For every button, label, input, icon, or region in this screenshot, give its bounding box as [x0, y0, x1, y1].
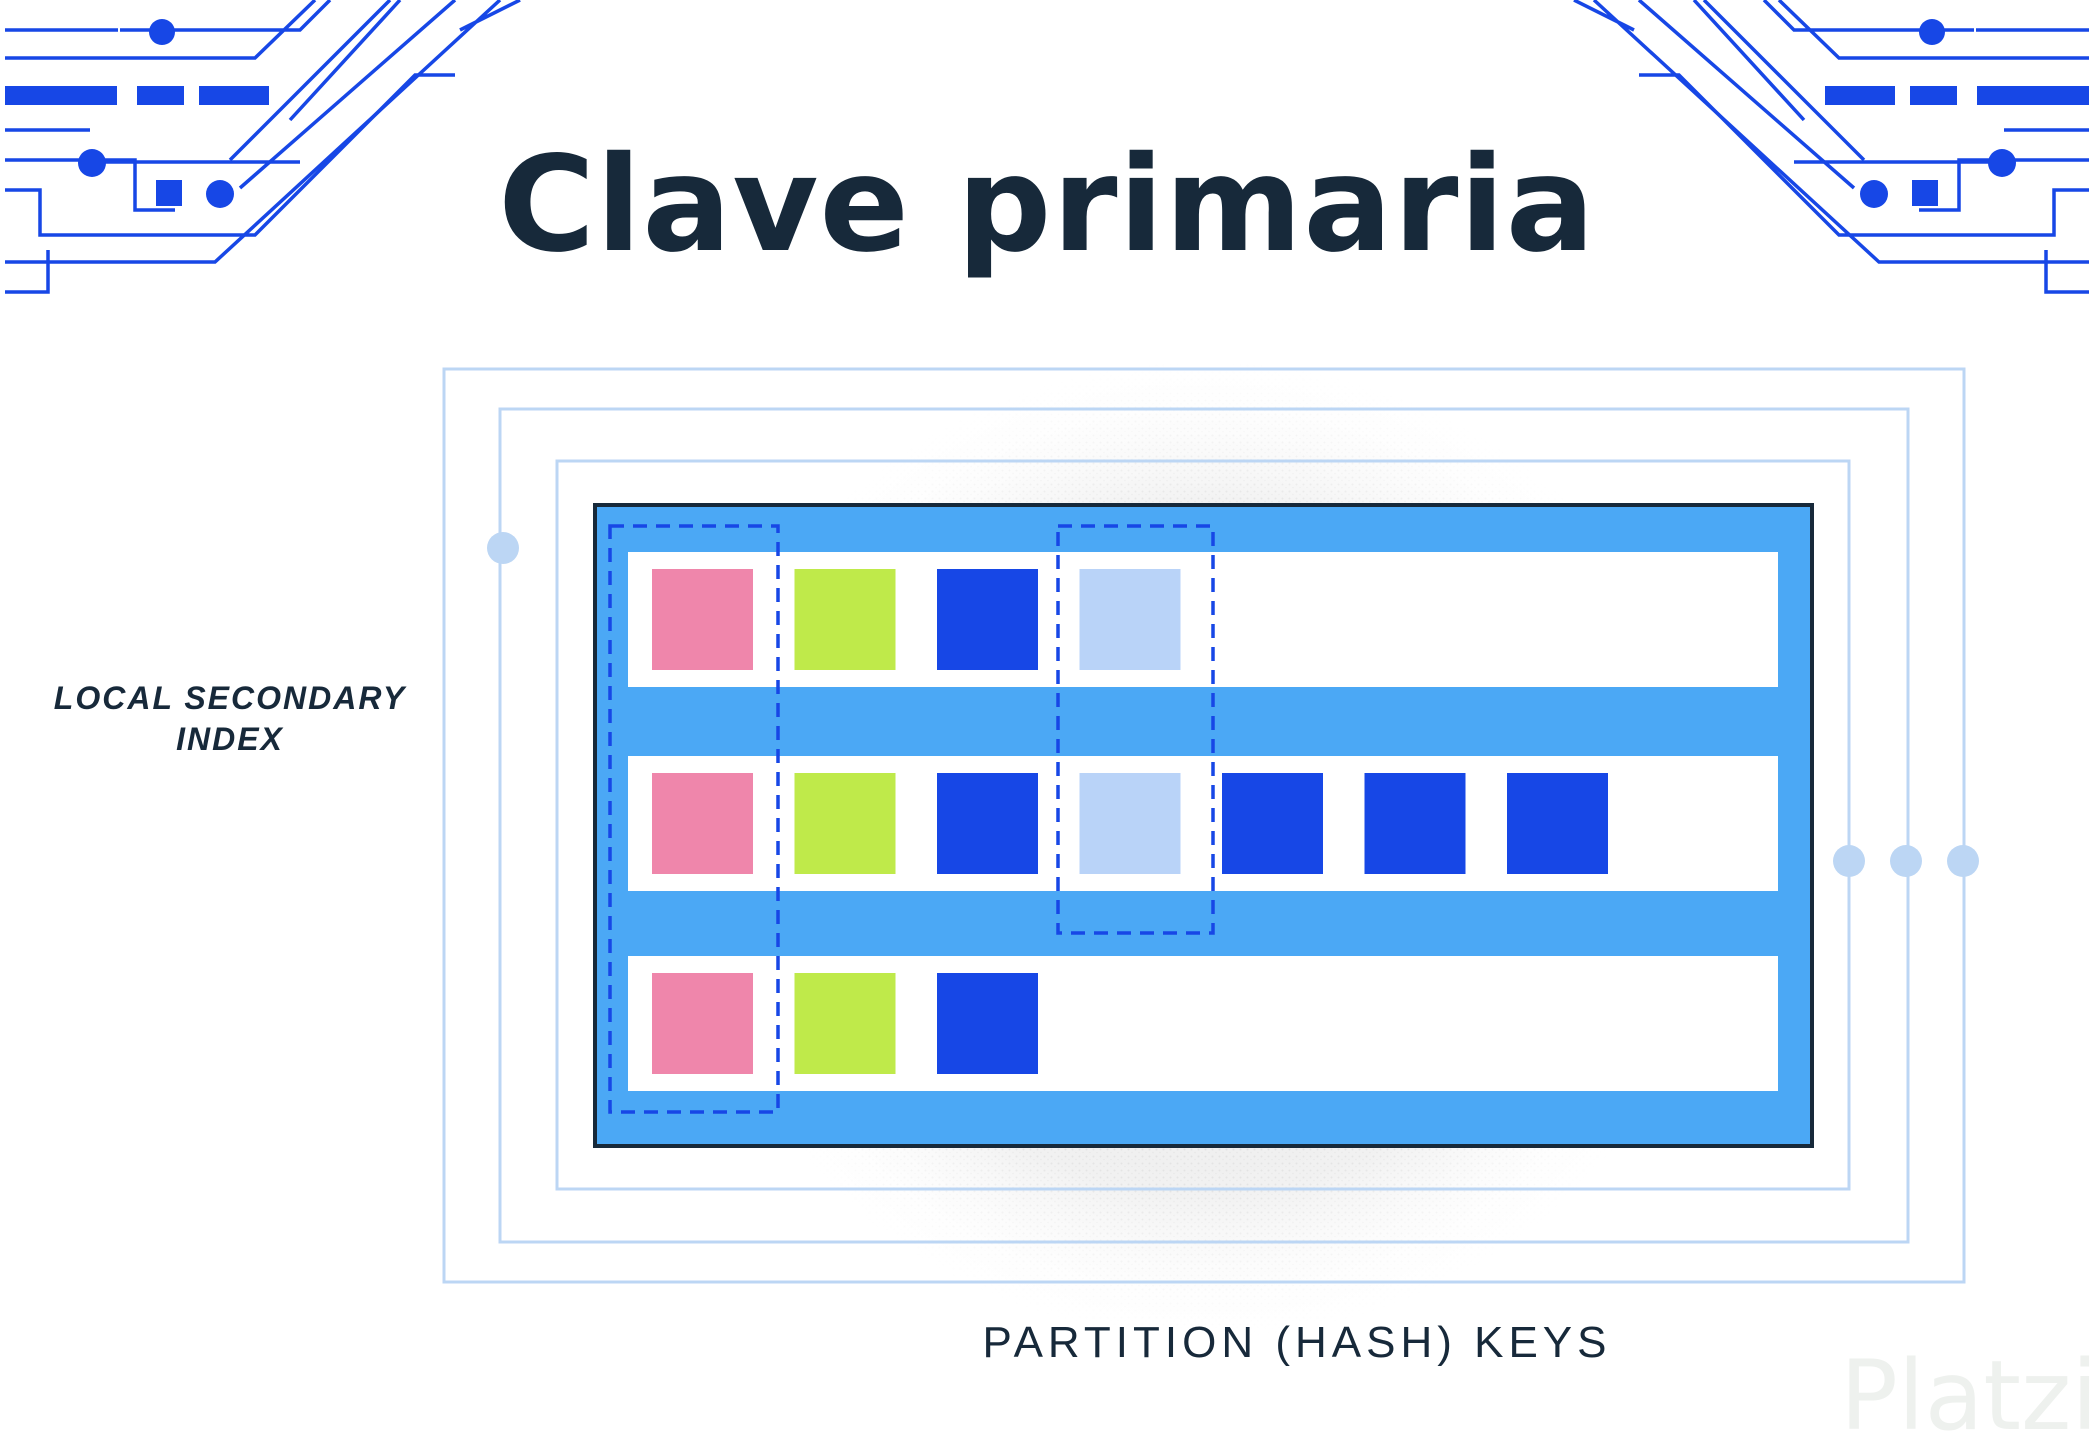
item-3-1 — [652, 973, 753, 1074]
item-2-3 — [937, 773, 1038, 874]
local-secondary-index-label: LOCAL SECONDARY INDEX — [53, 680, 407, 757]
connector-dot-right-2 — [1890, 845, 1922, 877]
item-2-6 — [1364, 773, 1466, 874]
partition-keys-label: PARTITION (HASH) KEYS — [982, 1318, 1612, 1367]
circuit-decoration-left-solids — [5, 19, 269, 208]
item-2-5 — [1222, 773, 1323, 874]
frame-middle — [498, 407, 1910, 1244]
index-selections — [608, 524, 1215, 1114]
connector-dot-left — [487, 532, 519, 564]
page-title: Clave primaria — [498, 128, 1596, 282]
frame-outer — [442, 367, 1966, 1284]
circuit-decoration-right-solids — [1825, 19, 2089, 208]
connector-dot-right-1 — [1833, 845, 1865, 877]
nested-frames — [442, 367, 1966, 1284]
lsi-selection-column-1 — [608, 524, 780, 1114]
item-2-7 — [1507, 773, 1608, 874]
item-3-3 — [937, 973, 1038, 1074]
item-1-1 — [652, 569, 753, 670]
item-1-3 — [937, 569, 1038, 670]
frame-inner — [555, 459, 1851, 1191]
circuit-decoration-left — [5, 0, 521, 294]
item-2-2 — [794, 773, 896, 874]
item-2-4 — [1079, 773, 1181, 874]
lsi-selection-column-4 — [1056, 524, 1215, 935]
connector-dots — [487, 532, 1979, 877]
item-1-2 — [794, 569, 896, 670]
table-rows — [628, 552, 1778, 1091]
brand-watermark: Platzi — [1840, 1340, 2094, 1452]
circuit-decoration-right — [1573, 0, 2089, 294]
item-2-1 — [652, 773, 753, 874]
item-1-4 — [1079, 569, 1181, 670]
connector-dot-right-3 — [1947, 845, 1979, 877]
item-3-2 — [794, 973, 896, 1074]
